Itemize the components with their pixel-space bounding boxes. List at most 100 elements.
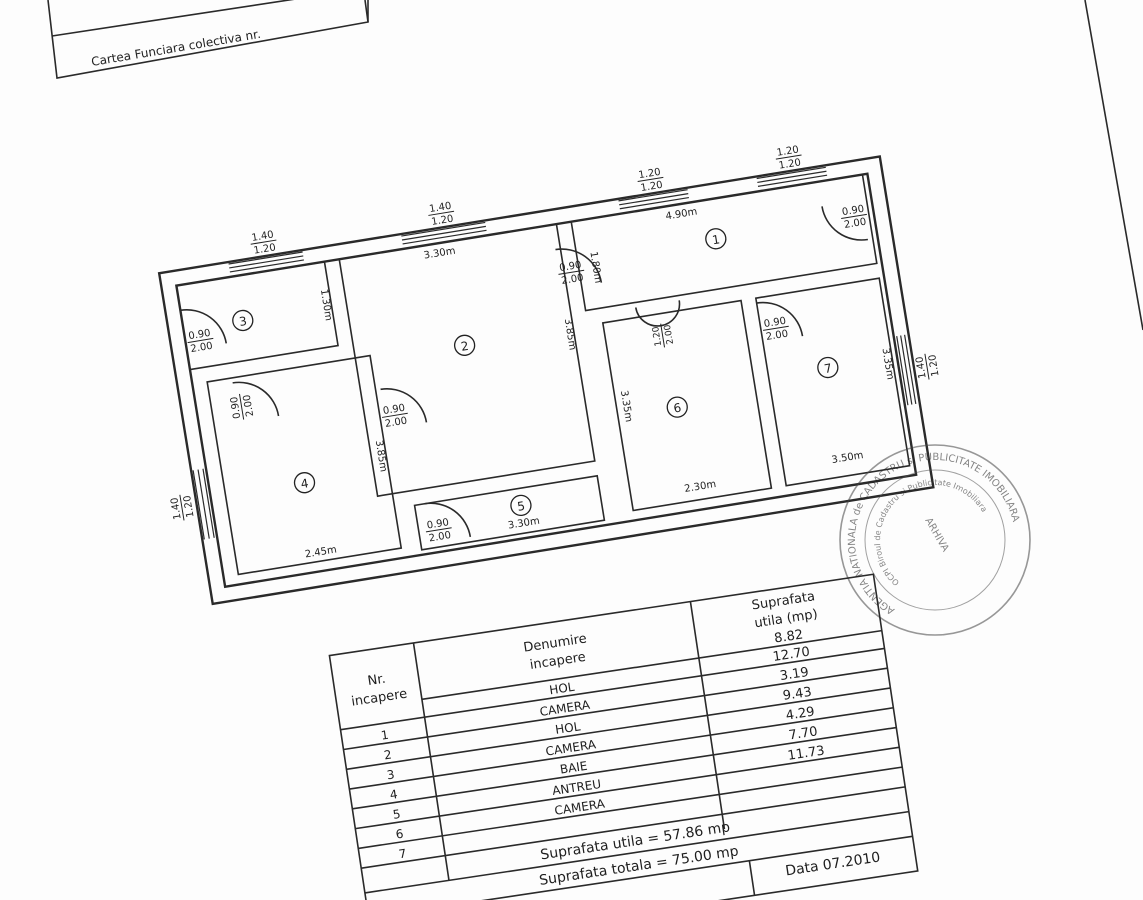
door-label-room-4-5: 0.90 2.00 — [425, 517, 452, 544]
svg-text:6: 6 — [673, 401, 683, 416]
room-1-height: 1.80m — [587, 251, 603, 284]
svg-text:2.00: 2.00 — [765, 329, 789, 343]
window-label-room-3: 1.40 1.20 — [250, 230, 277, 257]
room-number-5: 5 — [510, 494, 532, 517]
door-label-room-2-4: 0.90 2.00 — [382, 403, 408, 430]
table-row: 5 BAIE 4.29 — [392, 705, 816, 822]
svg-text:11.73: 11.73 — [787, 743, 826, 763]
door-room-4-5 — [424, 502, 472, 537]
svg-text:3.19: 3.19 — [779, 665, 810, 684]
window-room-1-a — [618, 189, 689, 210]
table-header-name: Denumire incapere — [522, 631, 587, 673]
room-4-width: 2.45m — [304, 544, 337, 560]
svg-text:0.90: 0.90 — [229, 396, 243, 420]
stamp-inner-text: OCPI Biroul de Cadastru si Publicitate I… — [848, 453, 992, 602]
page-border — [1084, 0, 1143, 331]
table-header-area: Suprafata utila (mp) — [751, 589, 819, 631]
svg-text:3: 3 — [238, 314, 248, 329]
door-label-room-3-4: 0.90 2.00 — [229, 394, 256, 420]
svg-text:3: 3 — [386, 767, 396, 782]
door-room-6 — [634, 300, 681, 327]
window-room-7 — [896, 334, 917, 406]
svg-text:5: 5 — [516, 499, 526, 514]
svg-text:9.43: 9.43 — [782, 685, 813, 704]
svg-text:Nr.: Nr. — [367, 672, 387, 689]
svg-text:1: 1 — [711, 232, 721, 247]
window-label-room-1-a: 1.20 1.20 — [637, 167, 664, 194]
room-4 — [206, 354, 403, 576]
table-frame — [328, 573, 919, 900]
room-5-width: 3.30m — [507, 516, 540, 532]
svg-text:HOL: HOL — [554, 719, 581, 737]
svg-text:1.40: 1.40 — [251, 230, 275, 244]
window-room-3 — [228, 251, 304, 273]
room-5 — [413, 474, 606, 551]
door-room-2-1 — [555, 248, 603, 283]
door-label-room-3: 0.90 2.00 — [187, 328, 214, 355]
table-row: 2 CAMERA 12.70 — [383, 645, 811, 763]
door-room-3-4 — [232, 381, 280, 417]
door-room-3 — [180, 309, 228, 344]
svg-text:1.20: 1.20 — [778, 157, 802, 171]
room-6 — [601, 299, 773, 512]
svg-text:1.20: 1.20 — [638, 167, 662, 181]
svg-text:0.90: 0.90 — [763, 316, 787, 330]
window-label-room-7: 1.40 1.20 — [914, 354, 942, 380]
svg-text:0.90: 0.90 — [841, 204, 865, 218]
room-number-3: 3 — [232, 309, 254, 332]
svg-text:0.90: 0.90 — [559, 260, 583, 274]
window-label-room-1-b: 1.20 1.20 — [775, 144, 802, 172]
room-3-height: 1.30m — [318, 288, 334, 321]
cadastral-book-label: Cartea Funciara colectiva nr. — [90, 27, 262, 69]
svg-text:1.20: 1.20 — [431, 214, 455, 228]
svg-text:2.00: 2.00 — [561, 273, 585, 287]
room-7 — [754, 277, 911, 487]
room-7-width: 3.50m — [831, 450, 864, 466]
table-row: 3 HOL 3.19 — [386, 665, 810, 782]
room-2-height: 3.85m — [562, 318, 578, 351]
svg-text:2.00: 2.00 — [190, 341, 214, 355]
door-label-room-6-7: 0.90 2.00 — [762, 316, 789, 343]
svg-text:1.40: 1.40 — [914, 356, 928, 380]
room-1-width: 4.90m — [665, 206, 698, 222]
svg-text:2: 2 — [383, 748, 393, 763]
svg-text:1.40: 1.40 — [169, 497, 183, 521]
svg-text:5: 5 — [392, 807, 402, 822]
svg-text:1.20: 1.20 — [182, 495, 196, 519]
room-number-4: 4 — [293, 472, 316, 494]
stamp-center-text: ARHIVA — [922, 516, 950, 554]
svg-text:12.70: 12.70 — [772, 645, 811, 665]
window-room-4 — [192, 468, 215, 540]
room-6-width: 2.30m — [684, 479, 717, 495]
room-2 — [338, 223, 596, 498]
svg-text:1.20: 1.20 — [651, 325, 664, 347]
svg-text:2.00: 2.00 — [428, 530, 452, 544]
floor-plan: 1 2 3 4 5 6 7 4.90m 1.80m 3.30m 3.8 — [157, 144, 942, 606]
window-label-room-4: 1.40 1.20 — [169, 495, 197, 521]
svg-text:2: 2 — [460, 339, 470, 354]
svg-text:1.20: 1.20 — [253, 242, 277, 256]
svg-text:7.70: 7.70 — [788, 724, 819, 743]
area-table: Nr. incapere Denumire incapere Suprafata… — [328, 573, 919, 900]
room-7-height: 3.35m — [880, 347, 896, 380]
svg-text:7: 7 — [823, 361, 833, 376]
svg-text:2.00: 2.00 — [242, 394, 256, 418]
svg-text:0.90: 0.90 — [426, 517, 450, 531]
room-2-width: 3.30m — [423, 246, 456, 262]
window-label-room-2: 1.40 1.20 — [428, 201, 455, 228]
room-1 — [570, 173, 878, 312]
inner-wall-line — [174, 172, 918, 589]
svg-text:2.00: 2.00 — [843, 217, 867, 231]
svg-text:BAIE: BAIE — [559, 759, 588, 777]
svg-text:2.00: 2.00 — [384, 416, 408, 430]
room-number-1: 1 — [705, 228, 727, 250]
svg-text:1.20: 1.20 — [640, 180, 664, 194]
svg-text:7: 7 — [398, 846, 408, 861]
svg-text:4.29: 4.29 — [785, 705, 816, 724]
window-room-2 — [401, 221, 487, 245]
table-row: 6 ANTREU 7.70 — [395, 724, 819, 841]
room-number-2: 2 — [453, 334, 476, 356]
table-row: 1 HOL 8.82 — [380, 627, 804, 742]
door-room-6-7 — [756, 301, 804, 337]
